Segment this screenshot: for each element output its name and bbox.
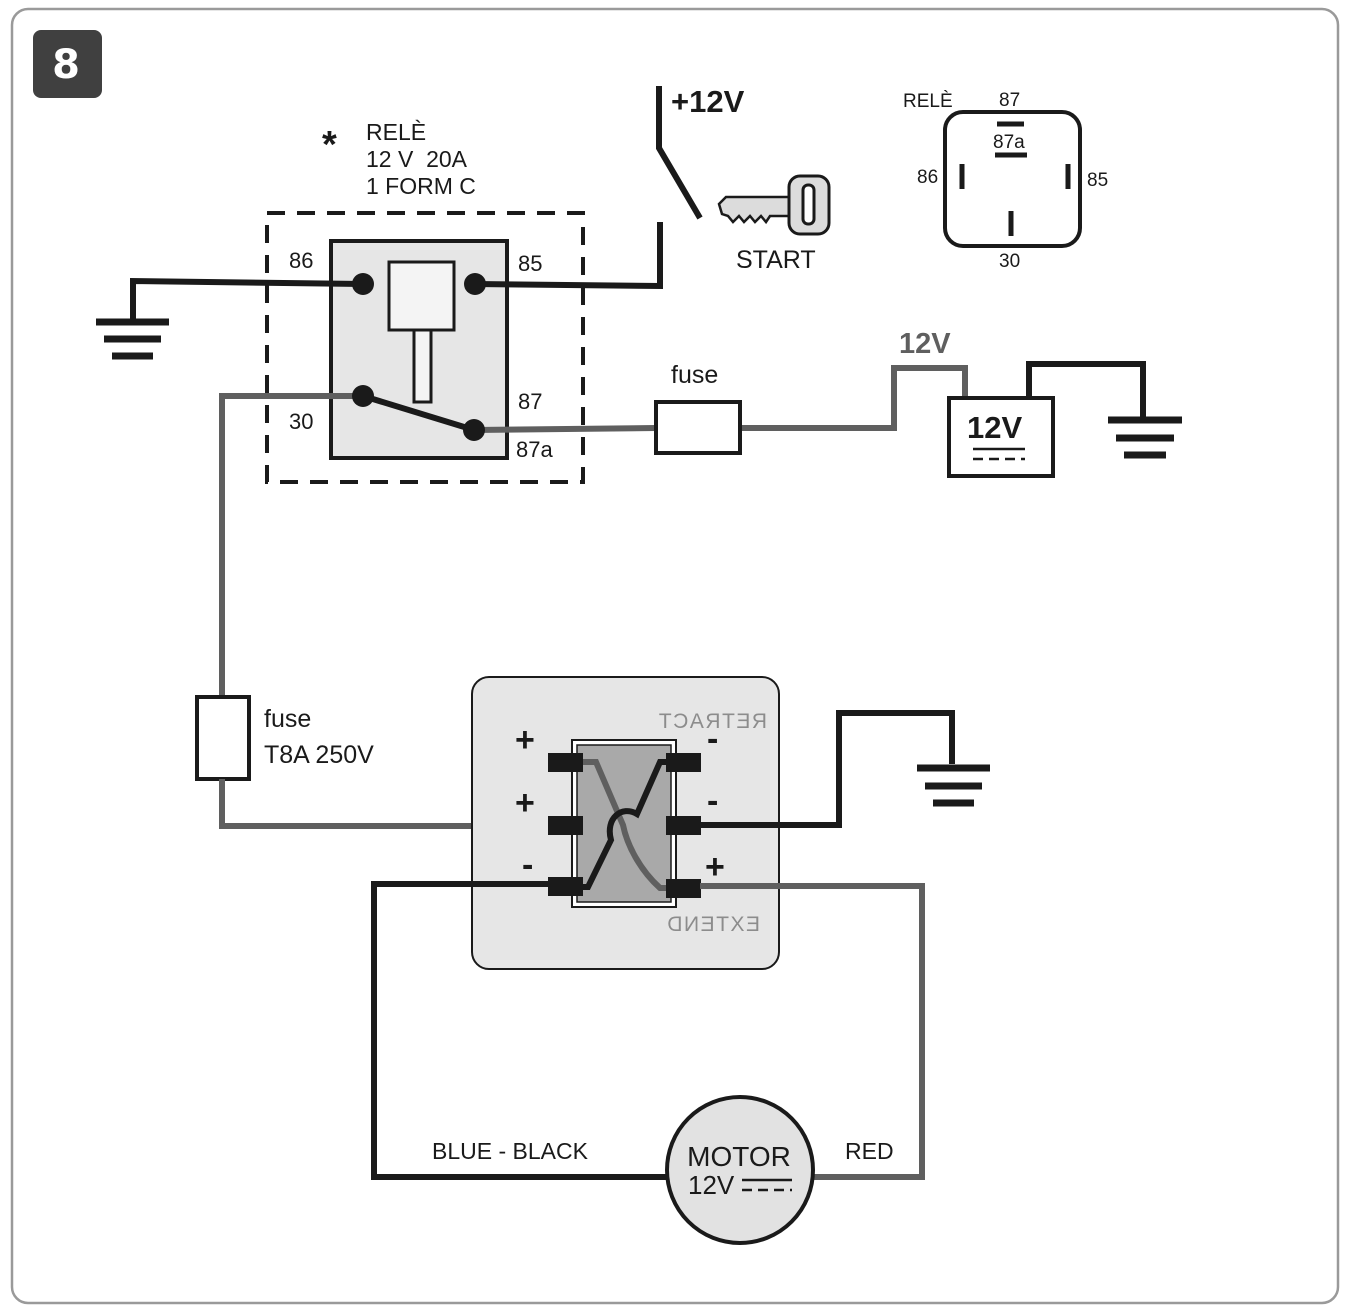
relay-pinout-label-30: 30 [999,251,1020,272]
switch-extend-text: EXTEND [666,913,760,936]
battery: 12V [947,396,1055,478]
relay-pin-label-30: 30 [289,409,313,434]
wire-ground-86 [130,277,364,321]
relay-armature-rod [412,328,433,404]
outer-frame [10,7,1340,1305]
switch-internal-wire-black [566,759,685,890]
wire-fuse-to-battery [740,365,968,431]
battery-label: 12V [967,410,1022,445]
relay-terminal-30 [352,385,374,407]
relay-spec-line1: RELÈ [366,119,426,145]
ground-symbol-battery [1108,416,1182,459]
ignition-switch-contact [656,86,703,220]
ignition-key-icon [717,174,831,236]
switch-internal-wire-grey [565,759,685,891]
switch-terminal-right-bot [666,879,701,898]
motor: MOTOR 12V [665,1095,815,1245]
wire-blue-black [371,881,668,1180]
switch-terminal-left-mid [548,816,583,835]
polarity-right-bot: + [705,848,725,886]
relay-pinout-diagram: RELÈ 87 87a 86 85 30 [903,90,1108,272]
relay-pinout-title: RELÈ [903,91,953,112]
polarity-left-bot: - [522,846,533,884]
motor-label-line2: 12V [688,1170,735,1200]
relay-pinout-label-87: 87 [999,90,1020,111]
relay-pin-label-87: 87 [518,389,542,414]
step-badge-number: 8 [52,42,80,88]
switch-extend-label: EXTEND [666,913,760,936]
relay-switch-lever [362,393,475,433]
relay-asterisk: * [322,124,337,166]
relay-terminal-86 [352,273,374,295]
relay-pinout-label-85: 85 [1087,170,1108,191]
switch-terminal-left-bot [548,877,583,896]
relay-spec-line2: 12 V 20A [366,146,468,172]
fuse-main-label-line1: fuse [264,705,311,733]
relay-spec-line3: 1 FORM C [366,173,476,199]
wire-red [700,883,925,1180]
fuse-main [195,695,251,781]
step-badge: 8 [33,30,102,98]
supply-wire-label: 12V [899,328,951,360]
wire-fuse-to-switch [219,779,548,829]
switch-terminal-right-top [666,753,701,772]
switch-retract-label: RETRACT [657,710,767,733]
relay-terminal-87a [463,419,485,441]
relay-coil [387,260,456,332]
fuse-main-label-line2: T8A 250V [264,741,374,769]
relay-pinout-label-87a: 87a [993,132,1025,153]
wire-label-red: RED [845,1138,894,1164]
ignition-supply-label: +12V [671,84,745,119]
switch-retract-text: RETRACT [657,710,767,733]
relay-pinout-label-86: 86 [917,167,938,188]
ignition-key-label: START [736,246,816,274]
motor-label-line1: MOTOR [687,1141,791,1172]
wire-30-to-fuse [219,393,363,697]
relay-dashed-enclosure [265,211,585,484]
ground-symbol-relay [96,318,169,360]
relay-specification: * RELÈ 12 V 20A 1 FORM C [322,119,476,199]
polarity-left-top: + [515,721,535,759]
wire-85-to-ignition [474,222,663,290]
ground-symbol-switch [917,764,990,807]
relay-terminal-85 [464,273,486,295]
relay-pin-label-87a: 87a [516,437,553,462]
polarity-right-top: - [707,720,718,758]
polarity-left-mid: + [515,784,535,822]
wire-battery-to-ground [1026,361,1146,418]
switch-terminal-right-mid [666,816,701,835]
fuse-relay-label: fuse [671,361,718,389]
polarity-right-mid: - [707,782,718,820]
wire-87a-to-fuse [473,425,657,433]
switch-terminal-left-top [548,753,583,772]
wire-switch-to-ground [700,710,955,828]
relay-pin-label-85: 85 [518,251,542,276]
relay-pin-label-86: 86 [289,248,313,273]
fuse-relay-circuit [654,400,742,455]
wire-label-blue-black: BLUE - BLACK [432,1138,589,1164]
